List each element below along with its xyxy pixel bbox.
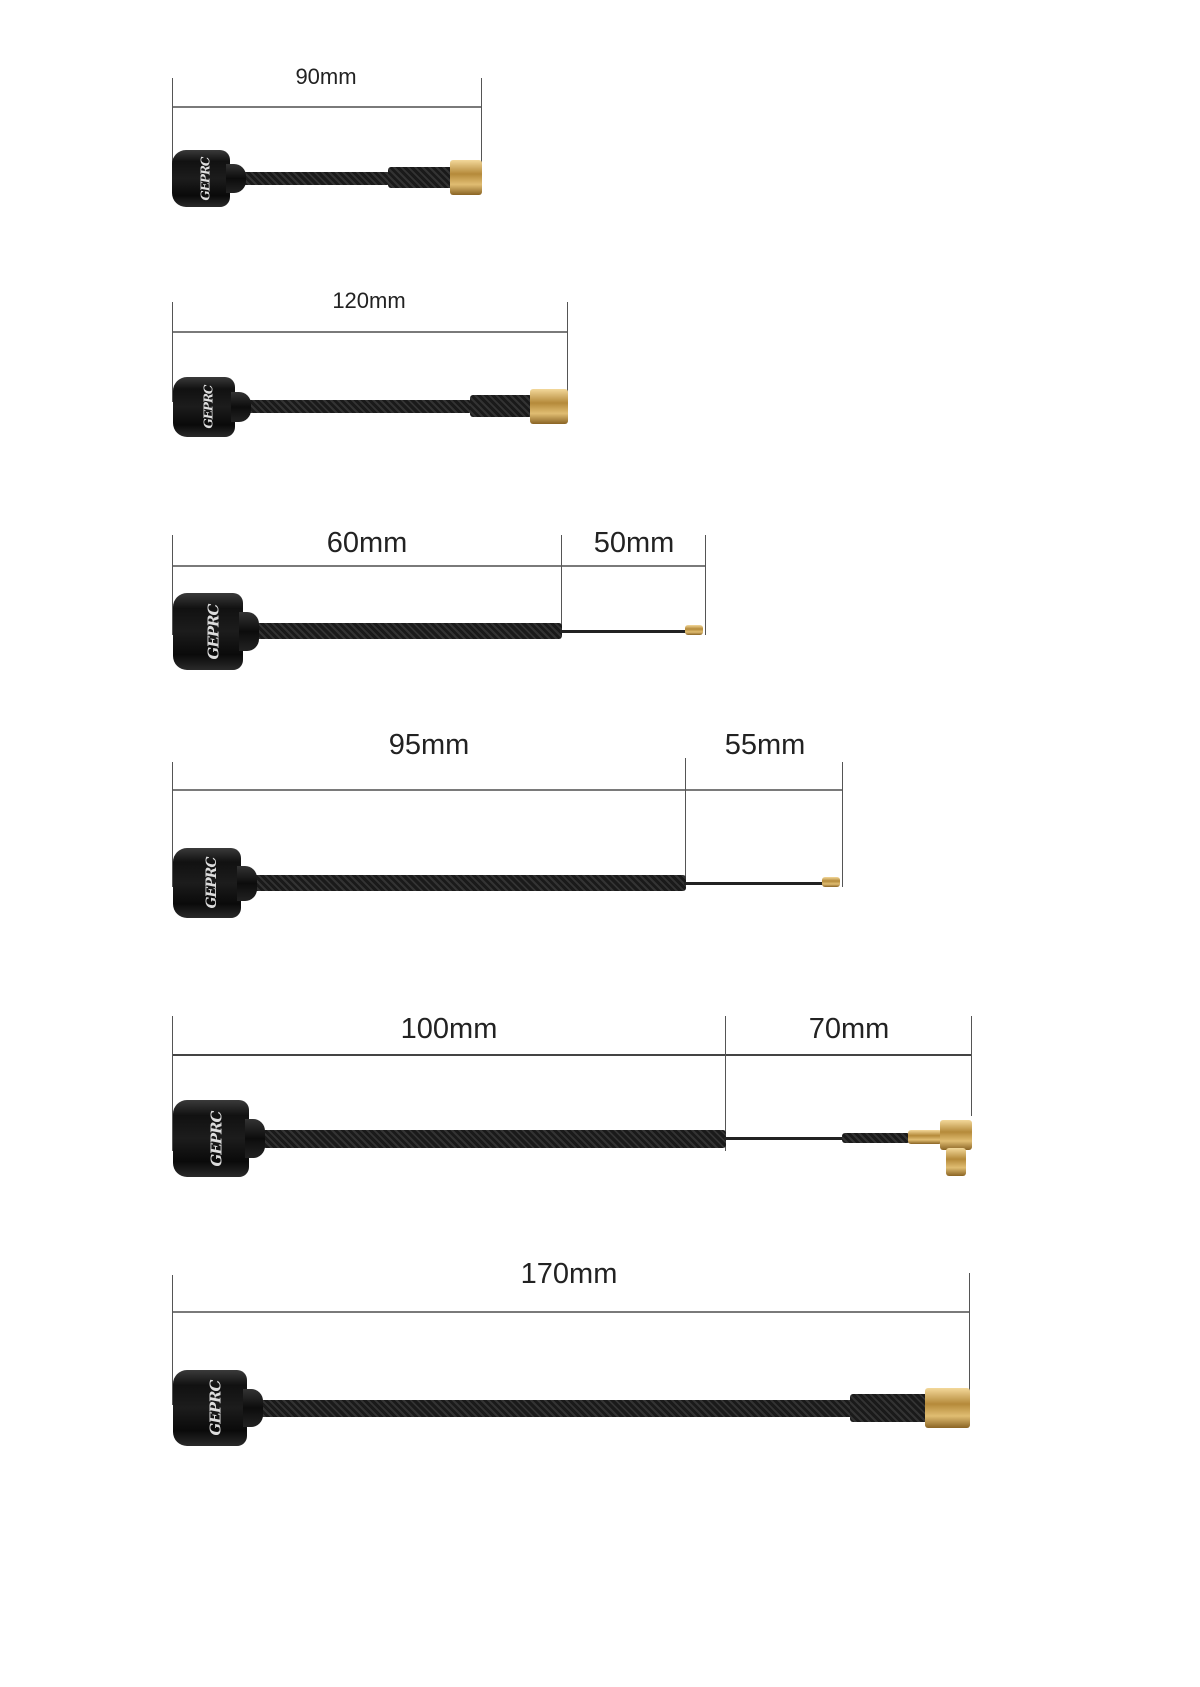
antenna-head: GEPRC — [173, 848, 257, 918]
geprc-logo: GEPRC — [201, 385, 216, 429]
cable-sleeve — [470, 395, 532, 417]
dimension-label: 120mm — [332, 288, 406, 313]
dimension-line — [172, 331, 568, 333]
cable — [240, 623, 562, 639]
dimension-line — [172, 789, 843, 791]
mmcx-connector-pin — [946, 1148, 966, 1176]
dimension-label: 170mm — [520, 1258, 618, 1290]
dimension-tick — [172, 302, 173, 402]
dimension-tick — [172, 1016, 173, 1151]
dimension-line — [172, 1054, 972, 1056]
dimension-tick — [172, 762, 173, 887]
antenna-head: GEPRC — [173, 377, 251, 437]
cable — [230, 172, 390, 185]
dimension-label: 95mm — [388, 729, 470, 761]
dimension-tick — [705, 535, 706, 635]
cable-sleeve — [842, 1133, 910, 1143]
connector-ferrule — [908, 1130, 942, 1144]
thin-cable — [560, 630, 690, 633]
cable — [245, 1130, 726, 1148]
dimension-label: 60mm — [326, 527, 408, 559]
dimension-tick — [685, 758, 686, 883]
ufl-connector — [685, 625, 703, 635]
dimension-tick — [725, 1016, 726, 1151]
antenna-head: GEPRC — [172, 150, 246, 207]
geprc-logo: GEPRC — [198, 157, 213, 200]
dimension-tick — [172, 535, 173, 635]
dimension-tick — [172, 1275, 173, 1405]
dimension-tick — [481, 78, 482, 178]
dimension-label: 55mm — [724, 729, 806, 761]
thin-cable — [684, 882, 824, 885]
dimension-tick — [971, 1016, 972, 1116]
sma-connector — [450, 160, 482, 195]
mmcx-connector — [940, 1120, 972, 1150]
cable-sleeve — [388, 167, 453, 188]
antenna-head: GEPRC — [173, 1370, 263, 1446]
dimension-line — [172, 106, 482, 108]
dimension-tick — [969, 1273, 970, 1403]
cable-sleeve — [850, 1394, 928, 1422]
dimension-tick — [561, 535, 562, 635]
dimension-tick — [172, 78, 173, 178]
geprc-logo: GEPRC — [207, 1111, 226, 1166]
thin-cable — [724, 1137, 844, 1140]
dimension-label: 90mm — [295, 64, 357, 89]
cable — [232, 400, 472, 413]
geprc-logo: GEPRC — [204, 857, 221, 909]
ufl-connector — [822, 877, 840, 887]
antenna-head: GEPRC — [173, 593, 259, 670]
sma-connector — [530, 389, 568, 424]
dimension-line — [172, 1311, 970, 1313]
dimension-label: 70mm — [808, 1013, 890, 1045]
cable — [240, 875, 686, 891]
dimension-tick — [567, 302, 568, 402]
geprc-logo: GEPRC — [206, 1380, 225, 1436]
dimension-line — [172, 565, 706, 567]
geprc-logo: GEPRC — [204, 604, 223, 659]
antenna-head: GEPRC — [173, 1100, 265, 1177]
dimension-label: 50mm — [593, 527, 675, 559]
dimension-tick — [842, 762, 843, 887]
cable — [245, 1400, 855, 1417]
sma-connector — [925, 1388, 970, 1428]
dimension-label: 100mm — [400, 1013, 498, 1045]
